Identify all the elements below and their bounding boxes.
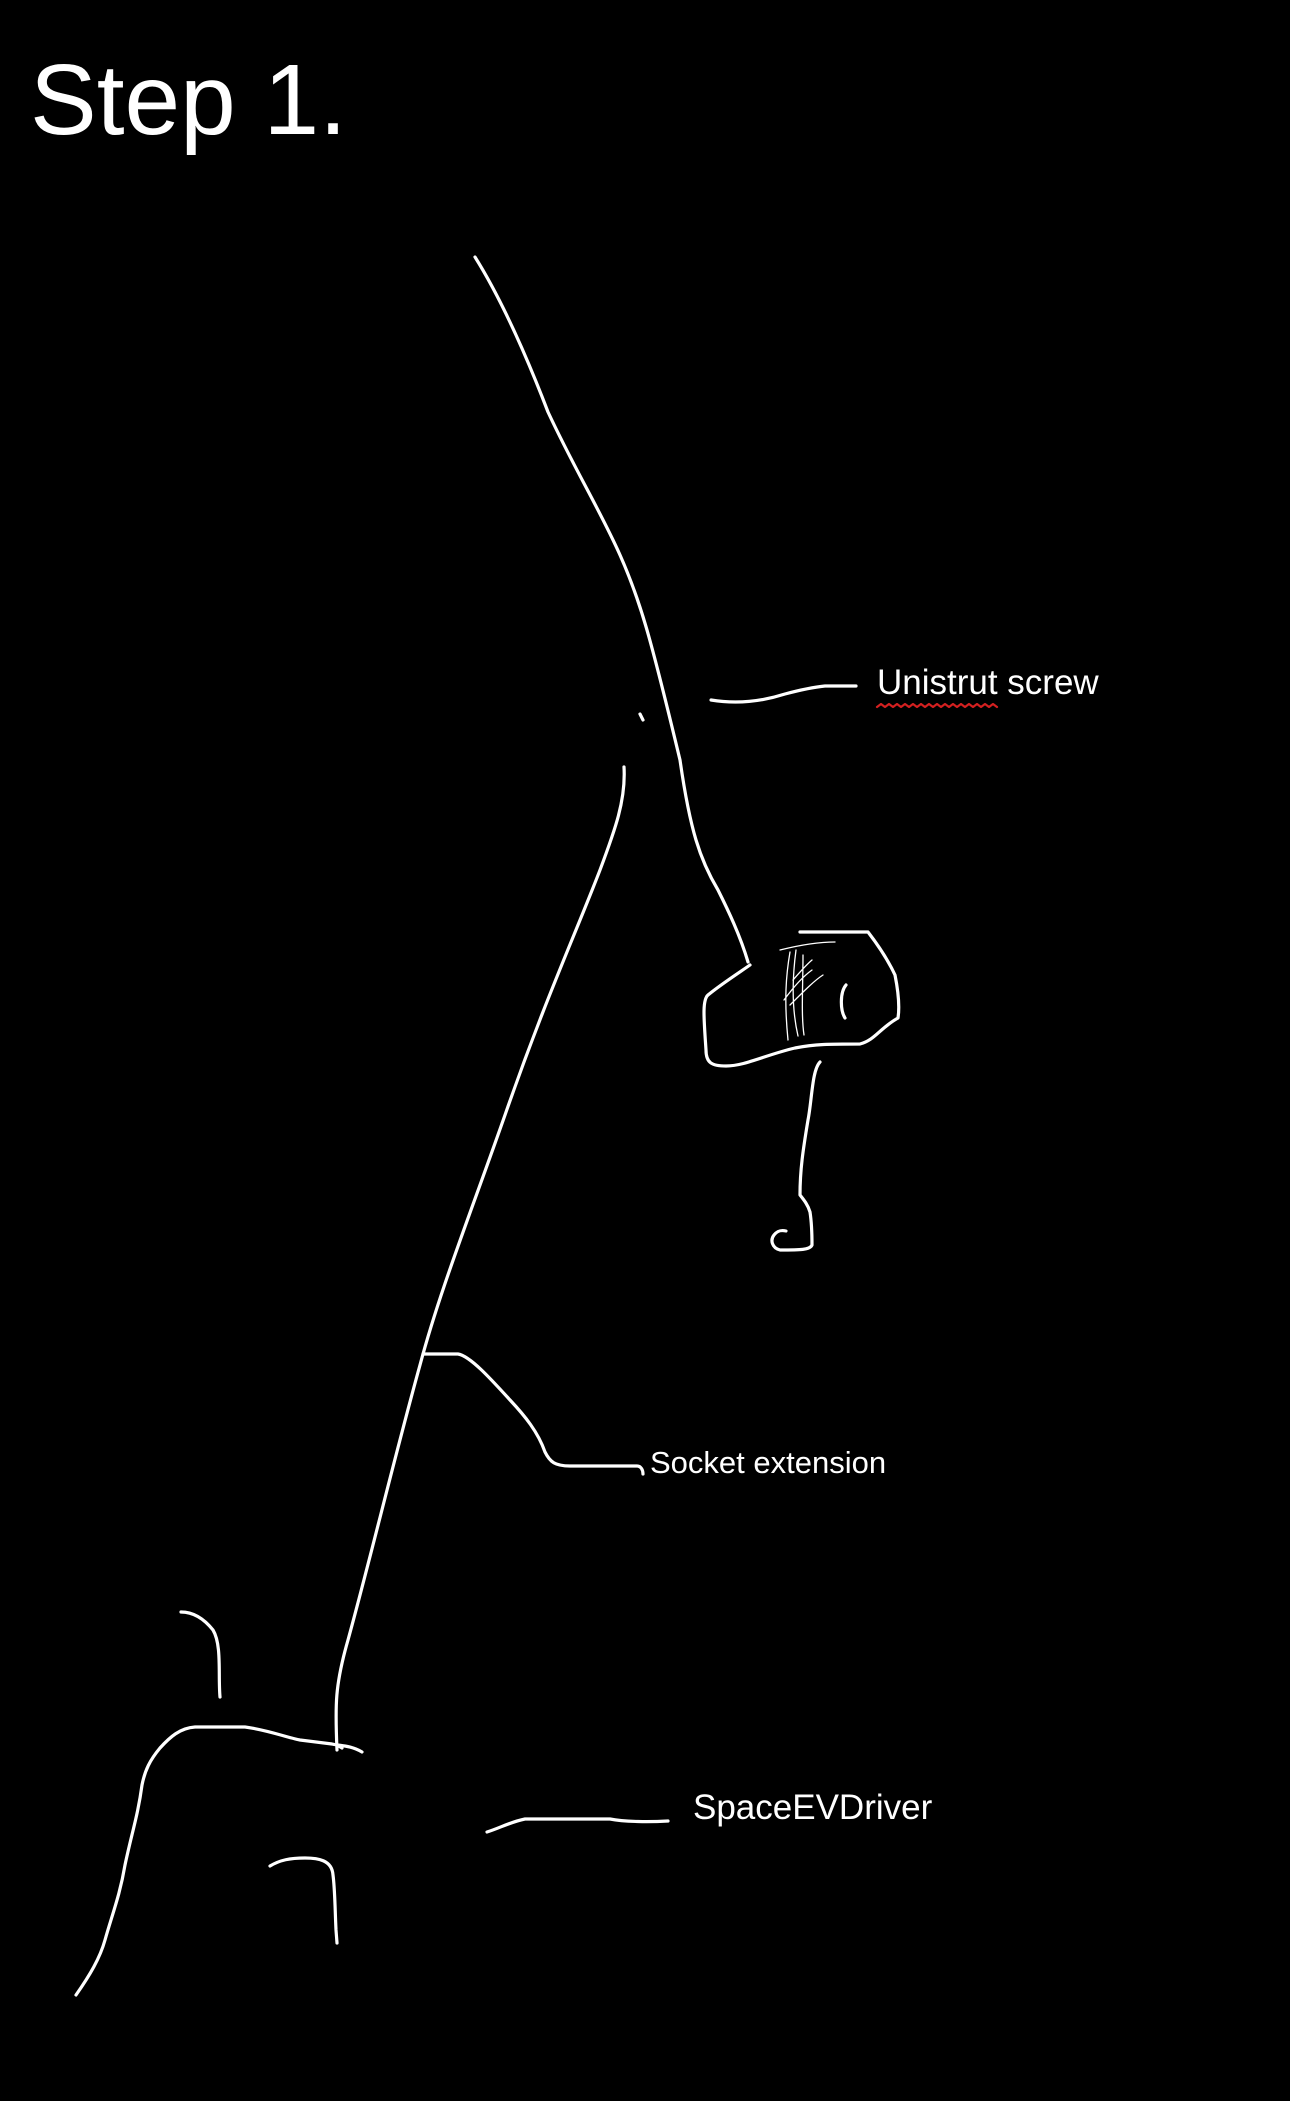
- step-title: Step 1.: [30, 44, 347, 156]
- spellcheck-squiggle: [875, 702, 999, 709]
- screw-tick: [638, 712, 645, 722]
- driver-socket-base: [335, 1743, 344, 1750]
- socket-leader: [421, 1352, 645, 1476]
- label-space-ev-driver: SpaceEVDriver: [693, 1788, 933, 1827]
- driver-body: [74, 1725, 364, 1997]
- hand-knuckle: [839, 983, 848, 1020]
- label-unistrut-screw: Unistrut screw: [877, 663, 1099, 702]
- driver-top-handle: [179, 1610, 222, 1699]
- driver-grip: [268, 1856, 339, 1945]
- label-socket-extension: Socket extension: [650, 1445, 887, 1480]
- socket-extension-line: [334, 765, 626, 1752]
- hand-outline: [702, 930, 901, 1068]
- driver-leader: [485, 1817, 670, 1834]
- hand-wrist: [770, 1060, 822, 1252]
- unistrut-line: [473, 255, 750, 964]
- hand-fingers: [779, 941, 836, 1041]
- unistrut-leader: [709, 684, 858, 704]
